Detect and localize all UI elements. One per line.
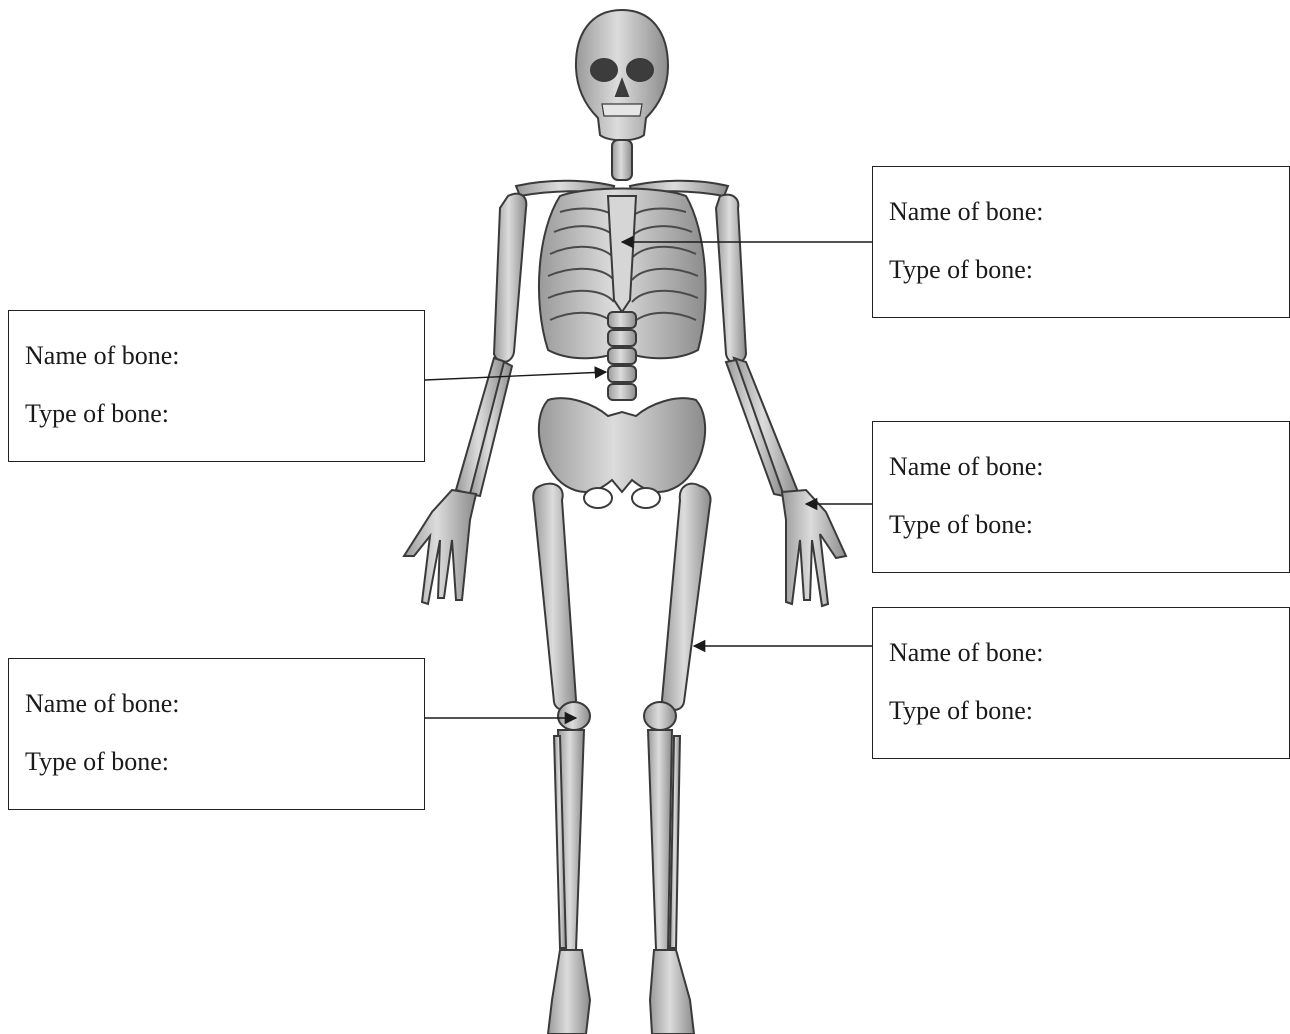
type-of-bone-label: Type of bone: — [889, 696, 1033, 726]
name-of-bone-label: Name of bone: — [889, 638, 1044, 668]
skeleton-figure — [404, 10, 846, 1034]
name-of-bone-label: Name of bone: — [889, 452, 1044, 482]
type-of-bone-label: Type of bone: — [25, 747, 169, 777]
humerus-left — [494, 194, 526, 362]
type-of-bone-label: Type of bone: — [889, 255, 1033, 285]
femur-left — [533, 484, 576, 710]
hand-left — [404, 490, 476, 604]
label-box-vertebra: Name of bone: Type of bone: — [8, 310, 425, 462]
foot-left — [548, 950, 590, 1034]
pelvis — [539, 398, 705, 492]
label-box-hand: Name of bone: Type of bone: — [872, 421, 1290, 573]
teeth — [602, 104, 642, 116]
eye-socket-right — [627, 59, 653, 81]
tibia-right — [648, 730, 672, 950]
type-of-bone-label: Type of bone: — [889, 510, 1033, 540]
skull — [576, 10, 668, 140]
foot-right — [650, 950, 694, 1034]
eye-socket-left — [591, 59, 617, 81]
cervical-spine — [612, 140, 632, 180]
patella-left — [558, 702, 590, 730]
label-box-sternum: Name of bone: Type of bone: — [872, 166, 1290, 318]
type-of-bone-label: Type of bone: — [25, 399, 169, 429]
lumbar-spine — [608, 312, 636, 400]
femur-right — [662, 484, 711, 710]
label-box-femur: Name of bone: Type of bone: — [872, 607, 1290, 759]
patella-right — [644, 702, 676, 730]
forearm-right-b — [726, 360, 784, 496]
name-of-bone-label: Name of bone: — [25, 341, 180, 371]
leader-line-vertebra — [425, 372, 606, 380]
name-of-bone-label: Name of bone: — [889, 197, 1044, 227]
name-of-bone-label: Name of bone: — [25, 689, 180, 719]
label-box-patella: Name of bone: Type of bone: — [8, 658, 425, 810]
hand-right — [782, 490, 846, 606]
humerus-right — [716, 195, 746, 363]
